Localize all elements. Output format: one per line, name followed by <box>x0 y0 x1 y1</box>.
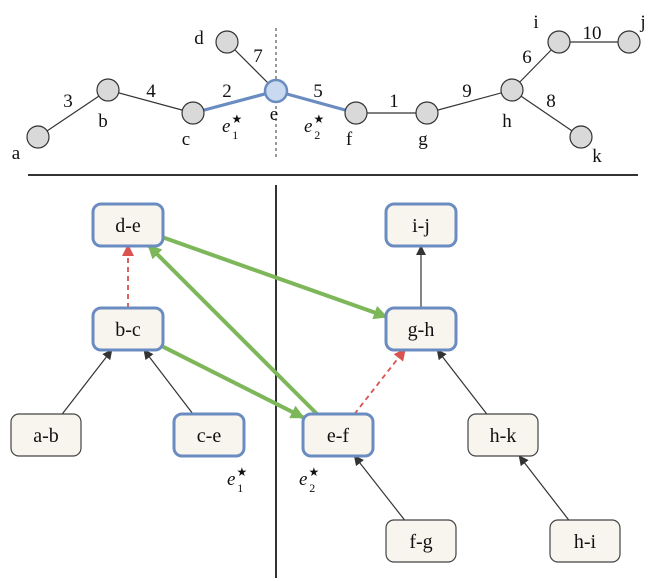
hierarchy-node-label-e-f: e-f <box>327 425 350 447</box>
hierarchy-node-c-e <box>172 412 246 458</box>
hierarchy-node-d-e <box>91 202 165 248</box>
hierarchy-red-dashed-arrows <box>122 244 406 415</box>
tree-edge-a-b <box>37 89 109 138</box>
tree-vertex-g <box>415 101 439 125</box>
hierarchy-nodes: d-e b-c a-b c-e i-j g-h e-f h-k f-g h-i <box>10 202 621 563</box>
black-arrow-a-b-to-b-c <box>61 349 113 415</box>
hierarchy-node-a-b <box>10 413 82 457</box>
hierarchy-node-b-c <box>91 306 165 352</box>
hierarchy-green-arrows <box>147 235 388 420</box>
vertex-label-c: c <box>182 129 190 150</box>
hierarchy-node-label-b-c: b-c <box>115 319 141 341</box>
hierarchy-node-label-h-k: h-k <box>490 425 517 447</box>
edge-weight-c-e: 2 <box>222 81 232 102</box>
hierarchy-node-label-i-j: i-j <box>412 215 430 237</box>
tree-vertex-h <box>500 78 524 102</box>
tree-vertex-a <box>26 125 50 149</box>
hierarchy-node-h-k <box>467 413 539 457</box>
edge-weight-f-g: 1 <box>389 91 399 112</box>
hierarchy-node-label-g-h: g-h <box>408 319 435 341</box>
vertex-label-k: k <box>592 146 602 167</box>
tree-edges <box>37 41 629 138</box>
tree-vertex-i <box>547 30 571 54</box>
hierarchy-node-label-d-e: d-e <box>115 215 141 237</box>
edge-marker-e2: e★2 <box>304 112 324 142</box>
hierarchy-node-e-f <box>301 412 375 458</box>
red-dashed-arrow-e-f-to-g-h <box>353 348 406 415</box>
vertex-label-j: j <box>639 12 645 33</box>
vertex-label-f: f <box>346 129 353 150</box>
hierarchy-node-h-i <box>549 519 621 563</box>
tree-vertex-d <box>215 30 239 54</box>
edge-weight-i-j: 10 <box>583 23 602 44</box>
black-arrow-f-g-to-e-f <box>353 455 406 521</box>
tree-vertex-c <box>181 101 205 125</box>
tree-edge-b-c <box>107 89 194 114</box>
hierarchy-node-markers: e★1 e★2 <box>227 465 319 495</box>
vertex-label-g: g <box>418 129 428 150</box>
node-marker-c-e: e★1 <box>227 465 247 495</box>
tree-edge-e-f <box>275 89 357 115</box>
green-arrow-e-f-to-d-e <box>147 244 319 416</box>
hierarchy-node-label-a-b: a-b <box>33 425 59 447</box>
edge-weight-b-c: 4 <box>146 81 156 102</box>
tree-vertices <box>26 30 641 149</box>
tree-edge-c-e <box>192 89 277 115</box>
green-arrow-b-c-to-e-f <box>162 344 305 420</box>
hierarchy-node-label-f-g: f-g <box>409 531 432 553</box>
green-arrow-d-e-to-g-h <box>162 235 388 320</box>
tree-vertex-k <box>569 125 593 149</box>
tree-vertex-b <box>96 78 120 102</box>
black-arrow-h-i-to-h-k <box>518 455 570 521</box>
tree-vertex-e <box>263 78 289 104</box>
edge-weight-g-h: 9 <box>462 81 472 102</box>
hierarchy-node-f-g <box>385 519 457 563</box>
tree-edge-g-h <box>426 89 513 114</box>
tree-edge-markers: e★1 e★2 <box>222 112 324 142</box>
hierarchy-node-label-c-e: c-e <box>197 425 222 447</box>
tree-edge-h-k <box>511 89 582 138</box>
black-arrow-c-e-to-b-c <box>143 349 194 415</box>
tree-vertex-j <box>617 30 641 54</box>
node-marker-e-f: e★2 <box>299 465 319 495</box>
hierarchy-black-arrows <box>61 245 570 521</box>
edge-weight-a-b: 3 <box>63 91 73 112</box>
vertex-label-h: h <box>502 111 512 132</box>
edge-weight-h-i: 6 <box>522 47 532 68</box>
hierarchy-node-g-h <box>384 306 458 352</box>
tree-vertex-labels: a b c d e f g h i j k <box>12 12 646 167</box>
vertex-label-e: e <box>270 104 278 125</box>
edge-weight-d-e: 7 <box>253 46 263 67</box>
vertex-label-a: a <box>12 143 21 164</box>
vertex-label-b: b <box>98 111 108 132</box>
vertex-label-i: i <box>533 12 538 33</box>
tree-vertex-f <box>344 101 368 125</box>
tree-edge-weights: 3 4 27 5 1 9 6 10 8 <box>63 23 601 112</box>
black-arrow-h-k-to-g-h <box>436 349 488 415</box>
hierarchy-node-i-j <box>384 202 458 248</box>
edge-weight-h-k: 8 <box>546 91 556 112</box>
edge-weight-e-f: 5 <box>313 81 323 102</box>
hierarchy-node-label-h-i: h-i <box>574 531 597 553</box>
vertex-label-d: d <box>194 28 204 49</box>
edge-marker-e1: e★1 <box>222 112 242 142</box>
